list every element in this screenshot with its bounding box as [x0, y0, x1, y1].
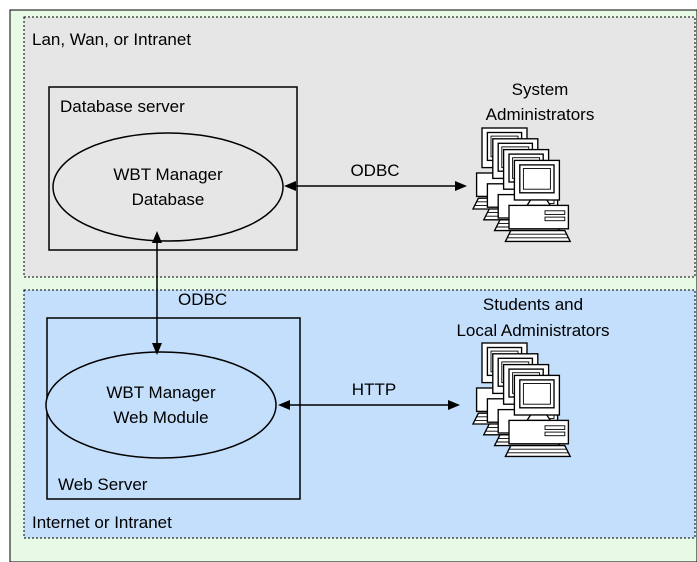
wbt-web-line-2: Web Module: [113, 408, 208, 427]
wbt-web-line-1: WBT Manager: [106, 383, 216, 402]
wbt-database-line-1: WBT Manager: [113, 165, 223, 184]
database-server-label: Database server: [60, 97, 185, 116]
http-label: HTTP: [352, 380, 396, 399]
odbc-db-web-label: ODBC: [178, 290, 227, 309]
web-server-label: Web Server: [58, 475, 148, 494]
students-label-1: Students and: [483, 295, 583, 314]
wbt-manager-web-module-node: [45, 351, 277, 459]
zone-lower-label: Internet or Intranet: [32, 513, 172, 532]
wbt-database-line-2: Database: [132, 190, 205, 209]
system-admins-label-1: System: [512, 80, 569, 99]
wbt-manager-database-node: [52, 132, 284, 242]
zone-upper-label: Lan, Wan, or Intranet: [32, 30, 191, 49]
system-admins-label-2: Administrators: [486, 105, 595, 124]
students-label-2: Local Administrators: [456, 321, 609, 340]
odbc-admin-label: ODBC: [350, 161, 399, 180]
